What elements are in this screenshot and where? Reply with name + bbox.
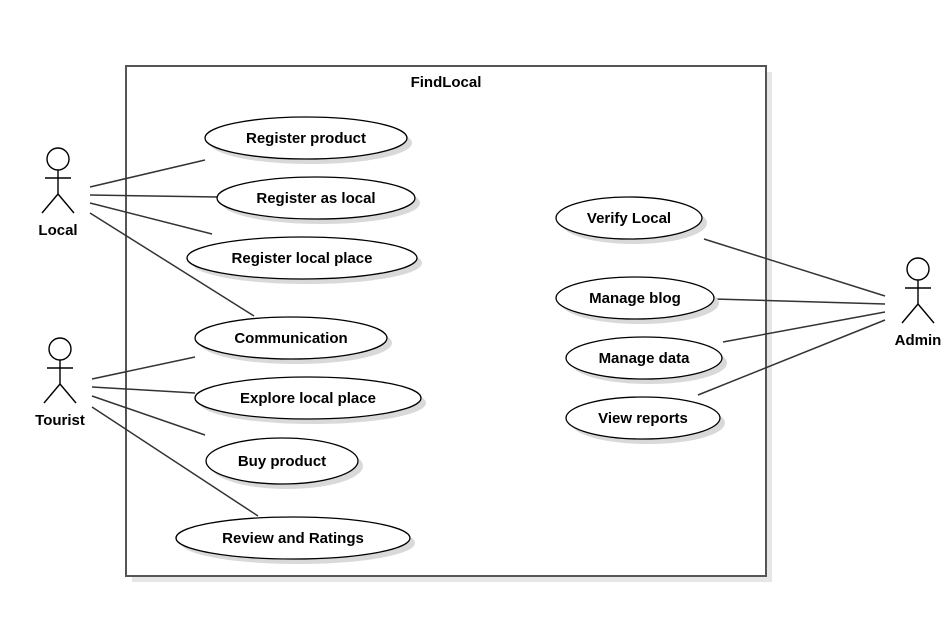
- use-case-label: Register product: [246, 130, 366, 147]
- use-case-buy-product[interactable]: Buy product: [205, 437, 363, 489]
- assoc-local-register-as-local: [89, 194, 219, 198]
- stick-figure-icon: [41, 147, 75, 214]
- use-case-label: Buy product: [238, 453, 326, 470]
- use-case-label: Review and Ratings: [222, 530, 364, 547]
- actor-local[interactable]: Local: [38, 147, 78, 239]
- actor-admin[interactable]: Admin: [895, 257, 942, 349]
- use-case-label: Register as local: [256, 190, 375, 207]
- actor-label: Admin: [895, 332, 942, 349]
- use-case-label: Manage data: [599, 350, 691, 367]
- use-case-label: Explore local place: [240, 390, 376, 407]
- assoc-admin-verify-local: [703, 238, 886, 297]
- use-case-label: Register local place: [232, 250, 373, 267]
- use-case-label: Communication: [234, 330, 347, 347]
- associations: [89, 159, 886, 517]
- use-case-explore-local-place[interactable]: Explore local place: [194, 376, 426, 424]
- assoc-admin-view-reports: [697, 319, 886, 396]
- assoc-tourist-review-and-ratings: [91, 406, 259, 517]
- use-case-label: Verify Local: [587, 210, 671, 227]
- use-case-communication[interactable]: Communication: [194, 316, 392, 364]
- use-case-register-product[interactable]: Register product: [204, 116, 412, 164]
- use-case-register-as-local[interactable]: Register as local: [216, 176, 420, 224]
- actor-label: Tourist: [35, 412, 85, 429]
- use-case-register-local-place[interactable]: Register local place: [186, 236, 422, 284]
- assoc-admin-manage-blog: [713, 298, 886, 305]
- actor-tourist[interactable]: Tourist: [35, 337, 85, 429]
- assoc-local-register-product: [89, 159, 206, 188]
- actor-label: Local: [38, 222, 77, 239]
- stick-figure-icon: [901, 257, 935, 324]
- use-case-label: Manage blog: [589, 290, 681, 307]
- use-case-manage-blog[interactable]: Manage blog: [555, 276, 719, 324]
- use-case-verify-local[interactable]: Verify Local: [555, 196, 707, 244]
- assoc-admin-manage-data: [722, 311, 886, 343]
- assoc-tourist-communication: [91, 356, 196, 380]
- use-case-view-reports[interactable]: View reports: [565, 396, 725, 444]
- use-case-label: View reports: [598, 410, 688, 427]
- system-title: FindLocal: [411, 74, 482, 91]
- assoc-local-register-local-place: [89, 202, 213, 235]
- assoc-local-communication: [89, 212, 255, 317]
- use-case-review-and-ratings[interactable]: Review and Ratings: [175, 516, 415, 564]
- stick-figure-icon: [43, 337, 77, 404]
- assoc-tourist-buy-product: [91, 395, 206, 436]
- use-case-manage-data[interactable]: Manage data: [565, 336, 727, 384]
- assoc-tourist-explore-local-place: [91, 386, 196, 394]
